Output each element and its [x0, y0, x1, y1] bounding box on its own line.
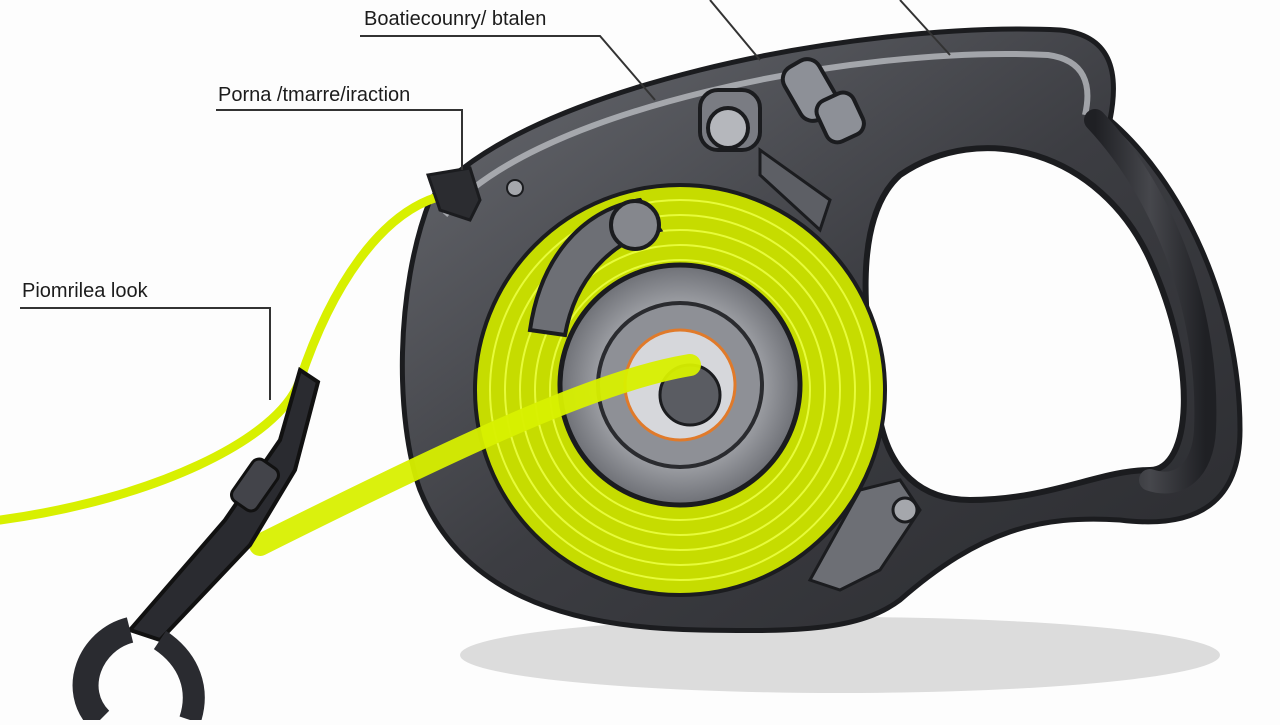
handle-grip-edge — [1084, 109, 1217, 494]
tape-windings — [489, 199, 871, 581]
lock-mechanism — [698, 57, 866, 233]
tape-strand-upper — [0, 190, 450, 525]
label-middle-callout: Porna /tmarre/iraction — [218, 84, 411, 106]
label-left-callout: Piomrilea look — [22, 280, 148, 302]
leader-lines — [20, 0, 951, 400]
leash-clip-icon — [72, 366, 321, 725]
floor-shadow — [460, 617, 1220, 693]
tape-strand-center — [249, 354, 701, 556]
label-top-callout: Boatiecounry/ btalen — [364, 8, 547, 30]
